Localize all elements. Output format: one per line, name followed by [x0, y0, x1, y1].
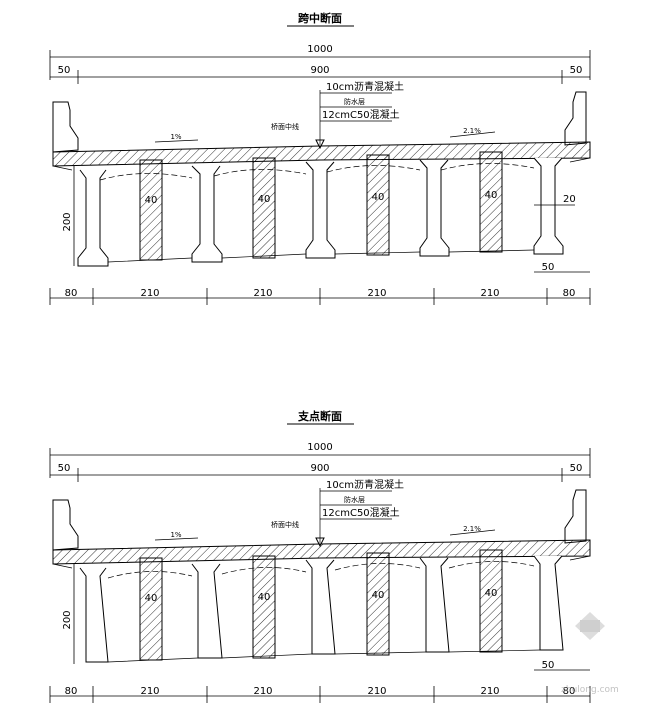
diaphragm-label: 40 [372, 192, 385, 203]
diaphragm [252, 555, 276, 659]
center-arrow [315, 139, 325, 150]
barrier-right [564, 91, 587, 146]
slope-left-label: 1% [170, 531, 181, 539]
girder-group [77, 157, 564, 267]
edge-right-label: 50 [570, 65, 583, 76]
girder [419, 557, 450, 653]
diaphragm [252, 157, 276, 259]
spacing-label: 80 [563, 288, 576, 299]
barrier-right [564, 489, 587, 544]
diaphragm [366, 154, 390, 256]
spacing-label: 210 [253, 686, 272, 697]
girder [533, 157, 564, 255]
spacing-label: 210 [480, 686, 499, 697]
diaphragm-label: 40 [372, 590, 385, 601]
spacing-label: 210 [140, 686, 159, 697]
center-arrow [315, 537, 325, 548]
barrier-left [52, 101, 79, 153]
diaphragm [139, 159, 163, 261]
spacing-label: 80 [65, 288, 78, 299]
spacing-label: 210 [253, 288, 272, 299]
center-width-label: 900 [310, 463, 329, 474]
center-line-label: 桥面中线 [271, 520, 299, 529]
deck-cantilever [52, 157, 591, 171]
arch [448, 561, 535, 569]
overall-width-label: 1000 [307, 44, 332, 55]
arch [221, 567, 307, 575]
barrier-left [52, 499, 79, 551]
slope-right-label: 2.1% [463, 127, 481, 135]
girder [305, 161, 336, 259]
height-label: 200 [62, 212, 73, 231]
girder [191, 563, 223, 659]
edge-left-label: 50 [58, 463, 71, 474]
diaphragm-label: 40 [485, 588, 498, 599]
flange-label: 50 [542, 660, 555, 671]
layer-2-label: 防水层 [344, 97, 365, 106]
edge-right-label: 50 [570, 463, 583, 474]
layer-3-label: 12cmC50混凝土 [322, 506, 400, 519]
diaphragm-label: 40 [145, 195, 158, 206]
layer-3-label: 12cmC50混凝土 [322, 108, 400, 121]
spacing-label: 210 [367, 686, 386, 697]
girder [191, 165, 223, 263]
layer-1-label: 10cm沥青混凝土 [326, 478, 404, 491]
diaphragm-label: 40 [485, 190, 498, 201]
section-title: 支点断面 [297, 409, 342, 423]
girder [419, 159, 450, 257]
spacing-label: 210 [140, 288, 159, 299]
slope-right-arrow [449, 529, 496, 536]
midspan-section: 跨中断面 1000 50 900 50 10cm沥青混凝土 防水层 12cmC5… [49, 11, 591, 305]
slope-right-arrow [449, 131, 496, 138]
girder [533, 555, 564, 651]
diaphragm [366, 552, 390, 656]
flange-label: 50 [542, 262, 555, 273]
arch [107, 571, 193, 579]
layer-2-label: 防水层 [344, 495, 365, 504]
spacing-label: 210 [480, 288, 499, 299]
slope-right-label: 2.1% [463, 525, 481, 533]
edge-left-label: 50 [58, 65, 71, 76]
diaphragm-label: 40 [145, 593, 158, 604]
spacing-label: 80 [563, 686, 576, 697]
section-title: 跨中断面 [298, 11, 342, 25]
watermark-text: zhulong.com [561, 685, 619, 695]
slope-left-label: 1% [170, 133, 181, 141]
slope-left-arrow [154, 139, 199, 143]
web-thickness-label: 20 [563, 194, 576, 205]
diaphragm-label: 40 [258, 592, 271, 603]
diaphragm [479, 151, 503, 253]
watermark: zhulong.com [561, 612, 619, 695]
diaphragm-label: 40 [258, 194, 271, 205]
spacing-label: 80 [65, 686, 78, 697]
diaphragm [479, 549, 503, 653]
watermark-logo-icon [580, 620, 600, 632]
girder [79, 567, 109, 663]
girder [305, 559, 336, 655]
arch [334, 563, 421, 571]
center-width-label: 900 [310, 65, 329, 76]
deck-cantilever [52, 555, 591, 569]
support-section: 支点断面 1000 50 900 50 10cm沥青混凝土 防水层 12cmC5… [49, 409, 591, 703]
spacing-label: 210 [367, 288, 386, 299]
diaphragm [139, 557, 163, 661]
girder [77, 169, 109, 267]
height-label: 200 [62, 610, 73, 629]
overall-width-label: 1000 [307, 442, 332, 453]
slope-left-arrow [154, 537, 199, 541]
layer-1-label: 10cm沥青混凝土 [326, 80, 404, 93]
center-line-label: 桥面中线 [271, 122, 299, 131]
